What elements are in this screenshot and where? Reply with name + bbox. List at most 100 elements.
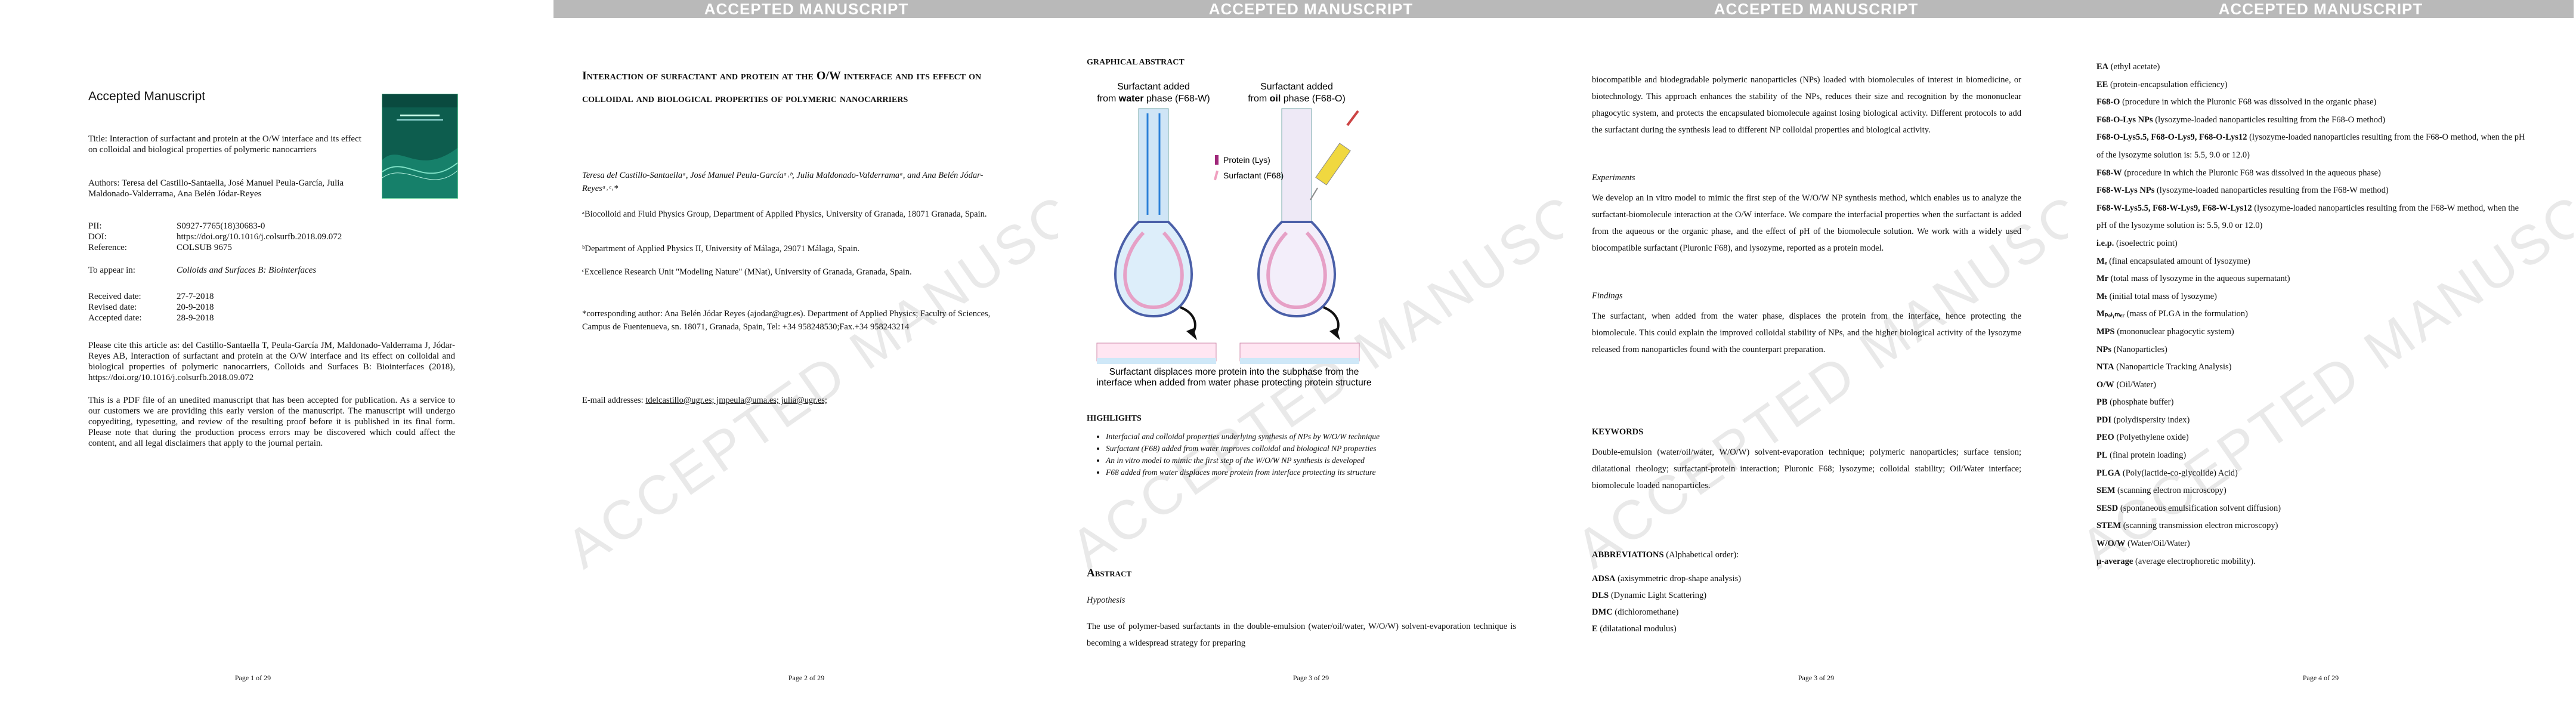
- email-addresses: E-mail addresses: tdelcastillo@ugr.es; j…: [582, 396, 827, 406]
- received-label: Received date:: [88, 292, 141, 301]
- page-number: Page 3 of 29: [1798, 674, 1835, 682]
- revised-label: Revised date:: [88, 303, 137, 312]
- abbreviation-item: EA (ethyl acetate): [2096, 62, 2160, 72]
- highlights-title: HIGHLIGHTS: [1087, 414, 1142, 423]
- abbreviation-item: PL (final protein loading): [2096, 450, 2187, 461]
- page-number: Page 3 of 29: [1292, 674, 1329, 682]
- abbreviation-item: SESD (spontaneous emulsification solvent…: [2096, 503, 2281, 513]
- accepted-manuscript-heading: Accepted Manuscript: [88, 90, 206, 103]
- revised-value: 20-9-2018: [177, 303, 214, 312]
- ga-right-title-2: from oil phase (F68-O): [1248, 94, 1346, 104]
- abbreviations-list: EA (ethyl acetate) EE (protein-encapsulat…: [2096, 58, 2526, 570]
- accepted-manuscript-banner: ACCEPTED MANUSCRIPT: [2068, 0, 2574, 18]
- page-number: Page 4 of 29: [2302, 674, 2339, 682]
- reference-value: COLSUB 9675: [177, 243, 232, 252]
- pdf-notice-text: This is a PDF file of an unedited manusc…: [88, 396, 455, 448]
- abbreviation-item: PLGA (Poly(lactide-co-glycolide) Acid): [2096, 468, 2238, 478]
- ga-right-title-1: Surfactant added: [1260, 82, 1333, 92]
- abbreviation-item: F68-O (procedure in which the Pluronic F…: [2096, 97, 2377, 107]
- abbreviation-item: Mr (total mass of lysozyme in the aqueou…: [2096, 274, 2290, 284]
- hypothesis-subheading: Hypothesis: [1087, 595, 1125, 605]
- page-3: ACCEPTED MANUSCRIPT ACCEPTED MANUSCRIPT …: [1058, 0, 1564, 716]
- affiliation-b: ᵇDepartment of Applied Physics II, Unive…: [582, 244, 860, 254]
- reference-label: Reference:: [88, 243, 127, 252]
- accepted-value: 28-9-2018: [177, 313, 214, 323]
- abbreviation-item: MPS (mononuclear phagocytic system): [2096, 326, 2234, 337]
- abbreviation-item: Mₚₒₗᵧₘₑᵣ (mass of PLGA in the formulatio…: [2096, 309, 2249, 319]
- highlight-item: Interfacial and colloidal properties und…: [1106, 431, 1476, 443]
- abbreviation-item: EE (protein-encapsulation efficiency): [2096, 79, 2228, 90]
- received-value: 27-7-2018: [177, 292, 214, 301]
- abbreviation-item: Mₜ (initial total mass of lysozyme): [2096, 291, 2218, 301]
- email-label: E-mail addresses:: [582, 396, 644, 405]
- doi-value[interactable]: https://doi.org/10.1016/j.colsurfb.2018.…: [177, 232, 342, 242]
- accepted-manuscript-banner: ACCEPTED MANUSCRIPT: [1563, 0, 2069, 18]
- abbreviation-item: E (dilatational modulus): [1592, 624, 1677, 634]
- pii-label: PII:: [88, 221, 102, 231]
- abbreviation-item: F68-W (procedure in which the Pluronic F…: [2096, 168, 2381, 178]
- abbreviation-item: F68-O-Lys NPs (lysozyme-loaded nanoparti…: [2096, 115, 2386, 125]
- journal-cover-image: [382, 94, 458, 199]
- doi-label: DOI:: [88, 232, 107, 242]
- abbreviation-item: DMC (dichloromethane): [1592, 607, 1679, 617]
- appear-value: Colloids and Surfaces B: Biointerfaces: [177, 266, 317, 275]
- abstract-title: Abstract: [1087, 567, 1132, 579]
- affiliation-a: ᵃBiocolloid and Fluid Physics Group, Dep…: [582, 209, 987, 219]
- keywords-text: Double-emulsion (water/oil/water, W/O/W)…: [1592, 448, 2021, 490]
- corresponding-author: *corresponding author: Ana Belén Jódar R…: [582, 309, 991, 332]
- abbreviation-item: μ-average (average electrophoretic mobil…: [2096, 556, 2256, 566]
- abbreviation-item: PEO (Polyethylene oxide): [2096, 433, 2189, 443]
- abbreviation-item: Mₑ (final encapsulated amount of lysozym…: [2096, 256, 2250, 266]
- ga-left-title-1: Surfactant added: [1117, 82, 1190, 92]
- page-5: ACCEPTED MANUSCRIPT ACCEPTED MANUSCRIPT …: [2068, 0, 2574, 716]
- abbreviation-item: STEM (scanning transmission electron mic…: [2096, 521, 2278, 531]
- pii-value: S0927-7765(18)30683-0: [177, 221, 265, 231]
- page-1: Accepted Manuscript Title: Interaction o…: [0, 0, 506, 716]
- ga-legend: Protein (Lys) Surfactant (F68): [1213, 155, 1284, 181]
- appear-label: To appear in:: [88, 266, 135, 275]
- title-line: Title: Interaction of surfactant and pro…: [88, 134, 361, 155]
- abbreviation-item: NTA (Nanoparticle Tracking Analysis): [2096, 362, 2232, 372]
- appear-row: To appear in: Colloids and Surfaces B: Bi…: [88, 265, 455, 276]
- graphical-abstract-title: GRAPHICAL ABSTRACT: [1087, 58, 1185, 67]
- accepted-label: Accepted date:: [88, 313, 142, 323]
- authors-line: Authors: Teresa del Castillo-Santaella, …: [88, 178, 344, 199]
- ga-left-title-2: from water phase (F68-W): [1097, 94, 1210, 104]
- abbreviation-item: SEM (scanning electron microscopy): [2096, 486, 2226, 496]
- graphical-abstract-figure: Surfactant added from water phase (F68-W…: [1096, 82, 1372, 388]
- experiments-subheading: Experiments: [1592, 173, 1635, 183]
- abbreviation-item: DLS (Dynamic Light Scattering): [1592, 591, 1707, 600]
- keywords-title: KEYWORDS: [1592, 427, 1644, 437]
- abbreviations-note: (Alphabetical order):: [1663, 550, 1739, 560]
- abstract-paragraph-1: biocompatible and biodegradable polymeri…: [1592, 75, 2021, 135]
- legend-protein: Protein (Lys): [1223, 155, 1270, 165]
- abbreviation-item: F68-O-Lys5.5, F68-O-Lys9, F68-O-Lys12 (l…: [2096, 132, 2525, 160]
- email-links[interactable]: tdelcastillo@ugr.es; jmpeula@uma.es; jul…: [645, 396, 827, 405]
- page-number: Page 2 of 29: [788, 674, 825, 682]
- abbreviation-item: i.e.p. (isoelectric point): [2096, 238, 2178, 248]
- abbreviation-item: ADSA (axisymmetric drop-shape analysis): [1592, 574, 1742, 584]
- article-title: Interaction of surfactant and protein at…: [582, 69, 982, 105]
- abbreviation-item: PDI (polydispersity index): [2096, 415, 2190, 425]
- cite-text: Please cite this article as: del Castill…: [88, 341, 455, 382]
- article-authors: Teresa del Castillo-Santaellaᵃ, José Man…: [582, 171, 984, 193]
- highlight-item: F68 added from water displaces more prot…: [1106, 467, 1476, 479]
- abbreviation-item: F68-W-Lys5.5, F68-W-Lys9, F68-W-Lys12 (l…: [2096, 203, 2519, 231]
- left-drop-illustration: [1096, 108, 1217, 364]
- abstract-paragraph-3: The surfactant, when added from the wate…: [1592, 311, 2021, 354]
- page-2: ACCEPTED MANUSCRIPT ACCEPTED MANUSCRIPT …: [553, 0, 1059, 716]
- abstract-text: The use of polymer-based surfactants in …: [1087, 622, 1516, 648]
- abstract-paragraph-2: We develop an in vitro model to mimic th…: [1592, 193, 2021, 253]
- findings-subheading: Findings: [1592, 291, 1623, 301]
- accepted-manuscript-banner: ACCEPTED MANUSCRIPT: [553, 0, 1059, 18]
- right-drop-illustration: [1239, 108, 1360, 364]
- highlight-item: An in vitro model to mimic the first ste…: [1106, 455, 1476, 467]
- ga-caption-2: interface when added from water phase pr…: [1097, 378, 1372, 388]
- dates-block: Received date: 27-7-2018 Revised date: 20-…: [88, 291, 455, 323]
- abbreviation-item: W/O/W (Water/Oil/Water): [2096, 539, 2190, 549]
- affiliation-c: ᶜExcellence Research Unit "Modeling Natu…: [582, 267, 912, 277]
- legend-surfactant: Surfactant (F68): [1223, 171, 1284, 180]
- abbreviation-item: F68-W-Lys NPs (lysozyme-loaded nanoparti…: [2096, 186, 2389, 196]
- pii-row: PII: S0927-7765(18)30683-0 DOI: https://do…: [88, 221, 455, 253]
- ga-caption-1: Surfactant displaces more protein into t…: [1109, 367, 1359, 377]
